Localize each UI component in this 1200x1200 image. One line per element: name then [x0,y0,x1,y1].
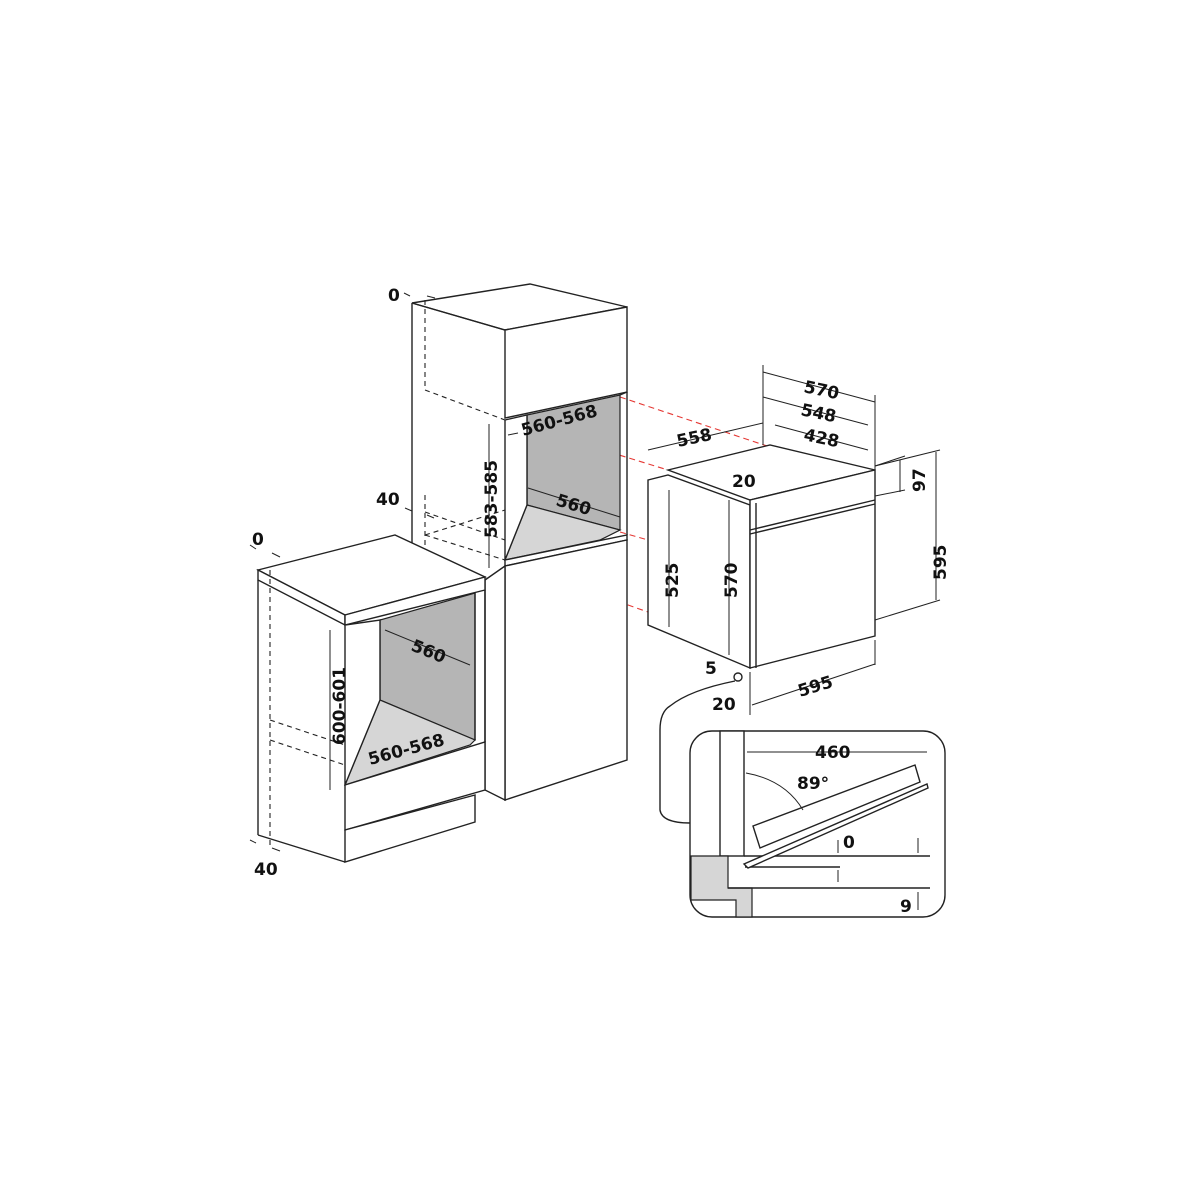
oven-bottom-offset-label: 5 [705,659,717,679]
oven-width-body-label: 558 [675,425,714,452]
detail-marker-icon [733,672,743,682]
door-length-label: 460 [815,743,851,763]
tall-niche-height-label: 583-585 [482,460,502,538]
oven-width-front-label: 595 [796,672,836,702]
door-detail-inset: 460 89° 0 9 [659,680,946,918]
door-clearance-bottom-label: 9 [900,897,912,917]
oven-body-height-label: 570 [722,562,742,598]
base-niche-height-label: 600-601 [330,667,350,745]
oven-depth-top-label: 428 [802,425,841,452]
oven-height-total-label: 595 [931,545,951,581]
door-angle-label: 89° [797,774,829,794]
oven-side-height-label: 525 [663,563,683,599]
oven-panel-height-label: 97 [910,468,930,492]
tall-gap-side-label: 40 [376,490,400,510]
tall-gap-top-label: 0 [388,286,400,306]
oven-depth-total-label: 570 [802,377,841,404]
door-clearance-top-label: 0 [843,833,855,853]
base-gap-top-label: 0 [252,530,264,550]
oven-front-offset-label: 20 [732,472,756,492]
base-gap-bottom-label: 40 [254,860,278,880]
oven-door-thickness-label: 20 [712,695,736,715]
base-cabinet [256,534,488,863]
tall-cabinet [411,283,628,802]
oven [647,444,876,670]
oven-depth-body-label: 548 [799,400,838,427]
